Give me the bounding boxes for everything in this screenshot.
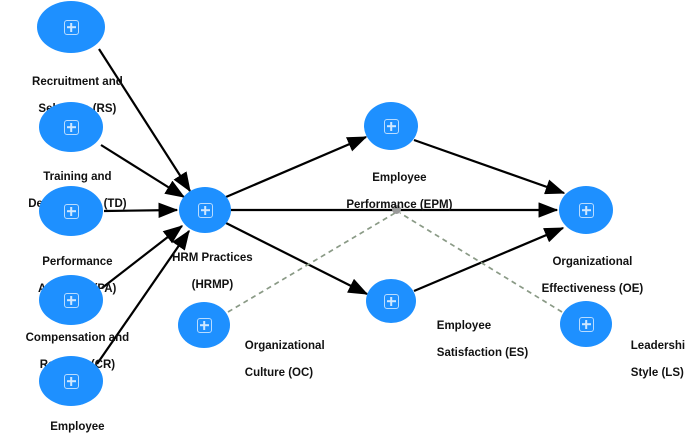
node-label-hrmp: HRM Practices (HRMP)	[172, 251, 253, 291]
node-rs[interactable]	[37, 1, 105, 53]
plus-square-icon	[197, 202, 213, 218]
node-label-rs: Recruitment and Selection (RS)	[32, 75, 123, 115]
edge-hrmp-to-epm	[225, 135, 368, 199]
moderator-point	[392, 205, 401, 214]
node-td[interactable]	[39, 102, 103, 152]
plus-square-icon	[63, 203, 79, 219]
plus-square-icon	[578, 316, 594, 332]
plus-square-icon	[578, 202, 594, 218]
node-label-oe: Organizational Effectiveness (OE)	[541, 255, 644, 295]
edge-cr-to-hrmp	[101, 225, 184, 289]
edge-epp-to-hrmp	[96, 229, 190, 365]
node-hrmp[interactable]	[179, 187, 231, 233]
node-epm[interactable]	[364, 102, 418, 150]
plus-square-icon	[63, 119, 79, 135]
node-cr[interactable]	[39, 275, 103, 325]
edge-pa-to-hrmp	[103, 202, 179, 218]
node-label-ls: Leadership Style (LS)	[630, 339, 685, 379]
plus-square-icon	[196, 317, 212, 333]
plus-square-icon	[63, 373, 79, 389]
edge-epm-to-oe	[413, 138, 566, 195]
edge-rs-to-hrmp	[98, 48, 191, 193]
node-pa[interactable]	[39, 186, 103, 236]
node-label-epp: Employee Participation (EPP)	[50, 420, 105, 433]
edge-hrmp-to-es	[225, 222, 369, 295]
node-label-es: Employee Satisfaction (ES)	[436, 319, 529, 359]
node-label-epm: Employee Performance (EPM)	[346, 171, 453, 211]
edge-td-to-hrmp	[100, 144, 186, 198]
node-label-oc: Organizational Culture (OC)	[244, 339, 325, 379]
node-oe[interactable]	[559, 186, 613, 234]
node-es[interactable]	[366, 279, 416, 323]
plus-square-icon	[63, 19, 79, 35]
node-oc[interactable]	[178, 302, 230, 348]
edge-es-to-oe	[413, 226, 565, 293]
plus-square-icon	[63, 292, 79, 308]
plus-square-icon	[383, 293, 399, 309]
plus-square-icon	[383, 118, 399, 134]
node-epp[interactable]	[39, 356, 103, 406]
edge-ls-to-moderator	[399, 212, 563, 313]
node-ls[interactable]	[560, 301, 612, 347]
